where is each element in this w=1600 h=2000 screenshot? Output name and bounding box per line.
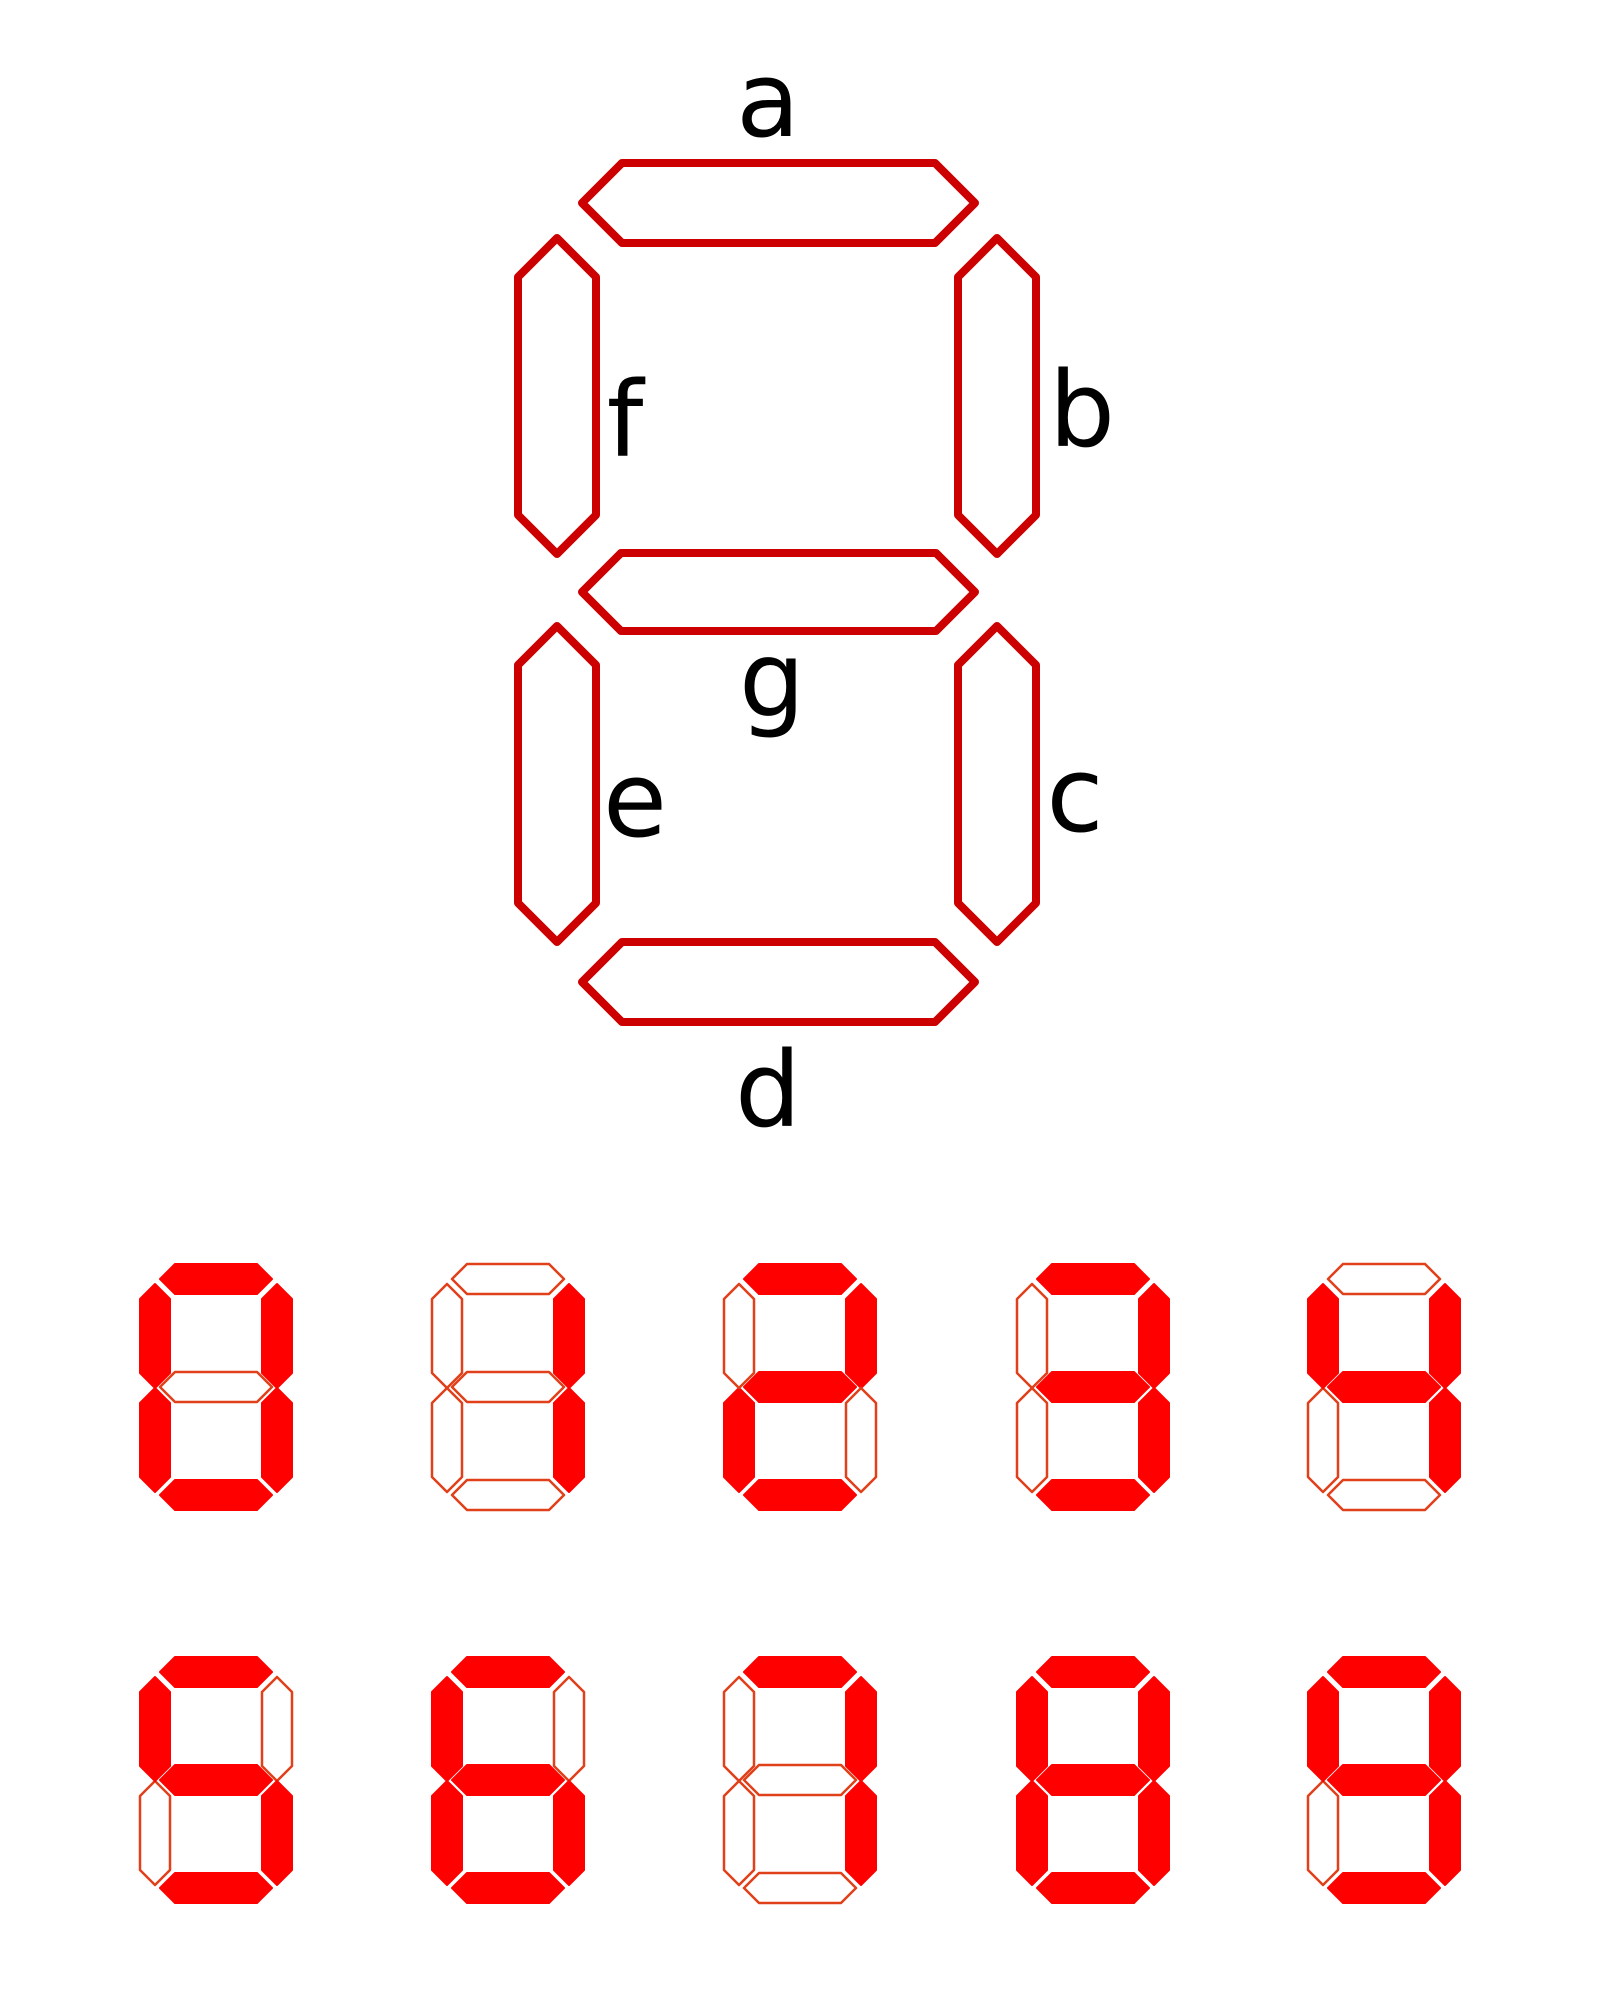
segment-e-outline [514,622,600,946]
segment-f-lit [1016,1676,1048,1782]
segment-d-unlit [1326,1478,1442,1512]
digit-0 [138,1262,294,1512]
segment-a-outline [578,159,979,247]
segment-b-lit [1138,1676,1170,1782]
segment-f-unlit [1015,1282,1049,1390]
segment-c-lit [1429,1387,1461,1493]
segment-e-unlit [138,1779,172,1887]
segment-d-lit [159,1872,273,1904]
segment-b-outline [954,234,1040,558]
segment-g-outline [578,549,979,635]
segment-e-unlit [722,1779,756,1887]
digit-1 [430,1262,586,1512]
segment-e-lit [723,1387,755,1493]
segment-e-unlit [1306,1386,1340,1494]
segment-f-unlit [430,1282,464,1390]
digit-4 [1306,1262,1462,1512]
segment-g-unlit [742,1763,858,1797]
segment-c-unlit [844,1386,878,1494]
segment-e-unlit [1015,1386,1049,1494]
digit-9 [1306,1655,1462,1905]
segment-e-unlit [1306,1779,1340,1887]
segment-e-unlit [430,1386,464,1494]
segment-c-lit [261,1387,293,1493]
segment-d-lit [159,1479,273,1511]
segment-a-lit [451,1656,565,1688]
label-c: c [1046,734,1104,856]
label-b: b [1048,349,1116,471]
segment-e-lit [139,1387,171,1493]
segment-a-unlit [450,1262,566,1296]
segment-c-outline [954,622,1040,946]
segment-a-lit [743,1656,857,1688]
digit-7 [722,1655,878,1905]
segment-f-unlit [722,1282,756,1390]
segment-d-unlit [450,1478,566,1512]
segment-b-lit [845,1676,877,1782]
label-g: g [738,619,806,741]
segment-f-lit [1307,1676,1339,1782]
segment-g-lit [1327,1764,1441,1796]
segment-a-lit [1036,1263,1150,1295]
digit-2 [722,1262,878,1512]
label-f: f [606,359,644,481]
segment-c-lit [1429,1780,1461,1886]
digit-8 [1015,1655,1171,1905]
segment-g-lit [451,1764,565,1796]
segment-c-lit [1138,1780,1170,1886]
segment-d-outline [578,938,979,1026]
segment-outline-drawing [514,159,1040,1026]
label-a: a [736,39,800,161]
segment-d-lit [1327,1872,1441,1904]
label-e: e [603,739,667,861]
segment-d-lit [743,1479,857,1511]
segment-b-lit [845,1283,877,1389]
segment-f-lit [1307,1283,1339,1389]
segment-b-lit [261,1283,293,1389]
segment-c-lit [553,1780,585,1886]
segment-f-unlit [722,1675,756,1783]
segment-d-lit [1036,1872,1150,1904]
segment-e-lit [1016,1780,1048,1886]
segment-g-lit [743,1371,857,1403]
segment-c-lit [553,1387,585,1493]
segment-g-unlit [450,1370,566,1404]
segment-e-lit [431,1780,463,1886]
segment-g-unlit [158,1370,274,1404]
segment-d-unlit [742,1871,858,1905]
segment-b-lit [1429,1676,1461,1782]
label-d: d [734,1029,802,1151]
segment-f-outline [514,234,600,558]
segment-a-lit [1036,1656,1150,1688]
digit-3 [1015,1262,1171,1512]
segment-g-lit [1327,1371,1441,1403]
digit-5 [138,1655,294,1905]
segment-a-lit [743,1263,857,1295]
seven-segment-diagram: a f b g e c d [514,39,1116,1151]
segment-d-lit [451,1872,565,1904]
segment-d-lit [1036,1479,1150,1511]
segment-g-lit [1036,1764,1150,1796]
segment-b-lit [1138,1283,1170,1389]
segment-a-unlit [1326,1262,1442,1296]
segment-f-lit [139,1283,171,1389]
segment-c-lit [261,1780,293,1886]
segment-g-lit [159,1764,273,1796]
segment-c-lit [845,1780,877,1886]
segment-b-unlit [552,1675,586,1783]
segment-b-lit [1429,1283,1461,1389]
segment-f-lit [431,1676,463,1782]
segment-a-lit [159,1656,273,1688]
segment-f-lit [139,1676,171,1782]
segment-b-lit [553,1283,585,1389]
segment-b-unlit [260,1675,294,1783]
segment-g-lit [1036,1371,1150,1403]
segment-c-lit [1138,1387,1170,1493]
digit-6 [430,1655,586,1905]
segment-a-lit [1327,1656,1441,1688]
segment-a-lit [159,1263,273,1295]
